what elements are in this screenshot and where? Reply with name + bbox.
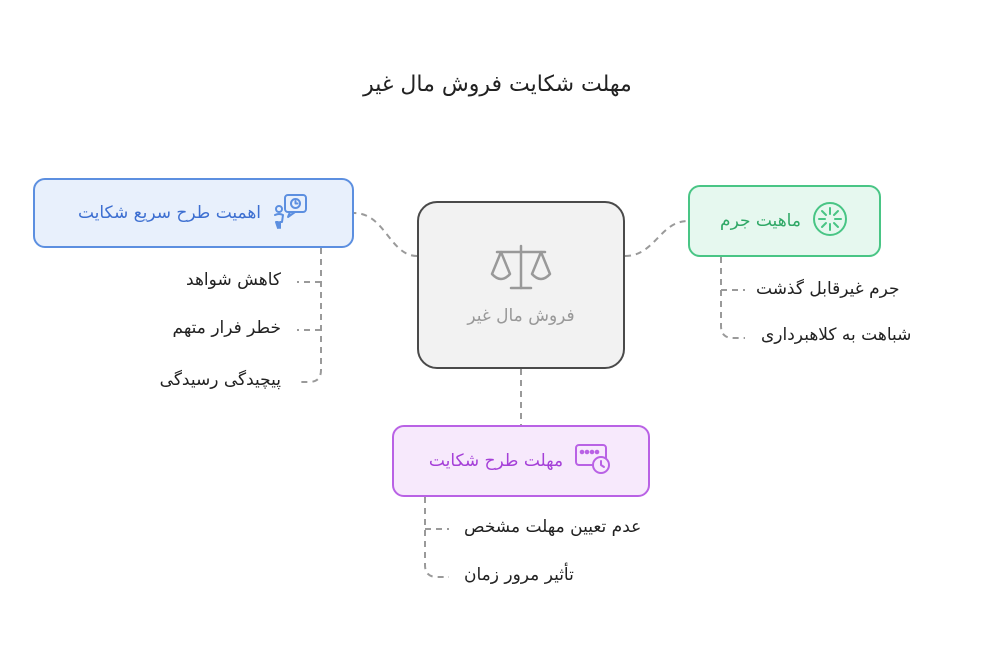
connector-left-items (297, 248, 322, 383)
branch-left-item: خطر فرار متهم (172, 318, 281, 338)
connector-right-items (720, 257, 745, 339)
connector-center-right (624, 220, 689, 257)
branch-right-label: ماهیت جرم (720, 211, 801, 231)
branch-right-item: شباهت به کلاهبرداری (761, 325, 912, 345)
calendar-clock-icon (573, 441, 613, 481)
starburst-circle-icon (811, 200, 849, 242)
branch-right-item: جرم غیرقابل گذشت (756, 279, 900, 299)
branch-left-item: پیچیدگی رسیدگی (159, 370, 281, 390)
person-speech-clock-icon (271, 192, 309, 234)
scales-icon (489, 244, 553, 296)
branch-left-label: اهمیت طرح سریع شکایت (77, 203, 262, 223)
branch-bottom-item: عدم تعیین مهلت مشخص (464, 517, 642, 537)
connector-center-left (353, 212, 418, 257)
branch-bottom-label: مهلت طرح شکایت (428, 451, 564, 471)
branch-right-node: ماهیت جرم (688, 185, 881, 257)
center-node: فروش مال غیر (417, 201, 625, 369)
branch-left-item: کاهش شواهد (186, 270, 281, 290)
branch-bottom-item: تأثیر مرور زمان (464, 565, 574, 585)
center-node-label: فروش مال غیر (467, 306, 575, 326)
branch-bottom-node: مهلت طرح شکایت (392, 425, 650, 497)
connector-bottom-items (424, 497, 449, 578)
branch-left-node: اهمیت طرح سریع شکایت (33, 178, 354, 248)
diagram-title: مهلت شکایت فروش مال غیر (363, 72, 632, 97)
